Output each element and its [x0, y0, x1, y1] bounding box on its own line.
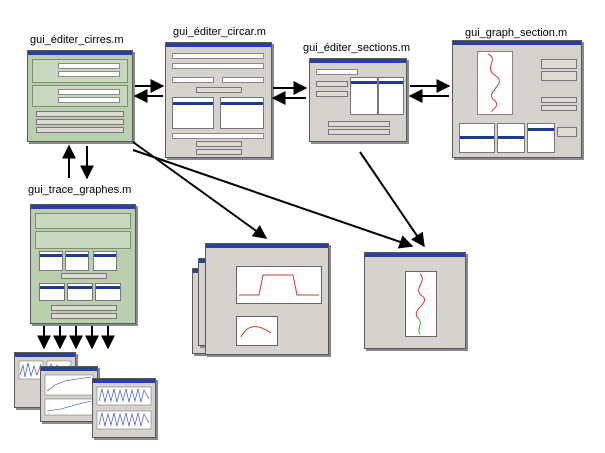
window-gui-editer-circar — [165, 42, 272, 158]
list — [172, 97, 214, 129]
list-selection — [460, 136, 494, 139]
graph-screenshot-plot — [96, 386, 152, 430]
window-gui-graph-section — [452, 40, 582, 158]
list-selection — [66, 254, 88, 257]
graph-curve-top — [239, 274, 319, 296]
button — [557, 127, 577, 137]
titlebar — [41, 367, 97, 371]
plot-area-bottom — [236, 316, 278, 346]
titlebar — [166, 43, 271, 47]
button — [61, 273, 107, 279]
field — [58, 89, 120, 95]
titlebar — [15, 353, 75, 357]
list-selection — [351, 81, 377, 84]
graph-curve-bottom — [240, 326, 272, 338]
list — [497, 123, 525, 153]
button — [316, 91, 348, 97]
label-gui-editer-sections: gui_éditer_sections.m — [303, 42, 411, 54]
list-selection — [379, 81, 403, 84]
titlebar — [310, 59, 406, 63]
window-gui-editer-cirres — [27, 50, 133, 142]
button — [196, 149, 242, 155]
list-selection — [173, 102, 213, 105]
button — [328, 121, 390, 127]
plot-area — [477, 51, 513, 115]
section-curve — [487, 53, 500, 113]
button — [51, 305, 117, 311]
button — [196, 87, 242, 93]
field — [172, 63, 264, 69]
list — [67, 283, 93, 301]
list — [220, 97, 264, 129]
field — [172, 77, 214, 83]
titlebar — [206, 244, 328, 248]
panel — [35, 213, 131, 229]
plot-area — [405, 271, 437, 337]
section-profile-window — [364, 252, 466, 349]
list-selection — [40, 254, 62, 257]
label-gui-trace-graphes: gui_trace_graphes.m — [28, 184, 132, 196]
button — [196, 141, 242, 147]
panel — [35, 231, 131, 249]
field — [58, 97, 120, 103]
list — [350, 77, 378, 115]
section-profile-curves — [415, 273, 425, 335]
button — [541, 71, 577, 81]
field — [58, 63, 120, 69]
button — [541, 97, 577, 103]
list-selection — [221, 102, 263, 105]
arrow-cirres-to-section-profile — [132, 149, 414, 249]
window-gui-trace-graphes — [30, 204, 136, 324]
list-selection — [498, 136, 524, 139]
field — [58, 71, 120, 77]
titlebar — [28, 51, 132, 55]
button — [36, 127, 124, 133]
graph-screenshot-3 — [92, 378, 156, 438]
list-selection — [96, 286, 120, 289]
button — [36, 111, 124, 117]
list-selection — [40, 286, 64, 289]
label-gui-editer-circar: gui_éditer_circar.m — [173, 26, 266, 38]
window-gui-editer-sections — [309, 58, 407, 142]
field — [316, 69, 358, 75]
field — [222, 77, 264, 83]
list — [459, 123, 495, 153]
list — [93, 251, 117, 271]
titlebar — [453, 41, 581, 45]
list-selection — [94, 254, 116, 257]
button — [541, 105, 577, 111]
list — [95, 283, 121, 301]
list — [39, 251, 63, 271]
button — [36, 119, 124, 125]
plot-area-top — [236, 266, 322, 304]
titlebar — [31, 205, 135, 209]
list-selection — [68, 286, 92, 289]
button — [316, 81, 348, 87]
graph-window-front — [205, 243, 329, 355]
list-selection — [528, 128, 554, 131]
arrow-sections-to-section-profile — [359, 151, 425, 248]
titlebar — [365, 253, 465, 257]
titlebar — [93, 379, 155, 383]
label-gui-editer-cirres: gui_éditer_cirres.m — [30, 34, 124, 46]
list — [65, 251, 89, 271]
list — [378, 77, 404, 115]
field — [172, 53, 264, 59]
button — [328, 129, 390, 135]
button — [51, 313, 117, 319]
button — [541, 59, 577, 69]
list — [527, 123, 555, 153]
label-gui-graph-section: gui_graph_section.m — [465, 27, 568, 39]
field — [172, 133, 264, 139]
list — [39, 283, 65, 301]
